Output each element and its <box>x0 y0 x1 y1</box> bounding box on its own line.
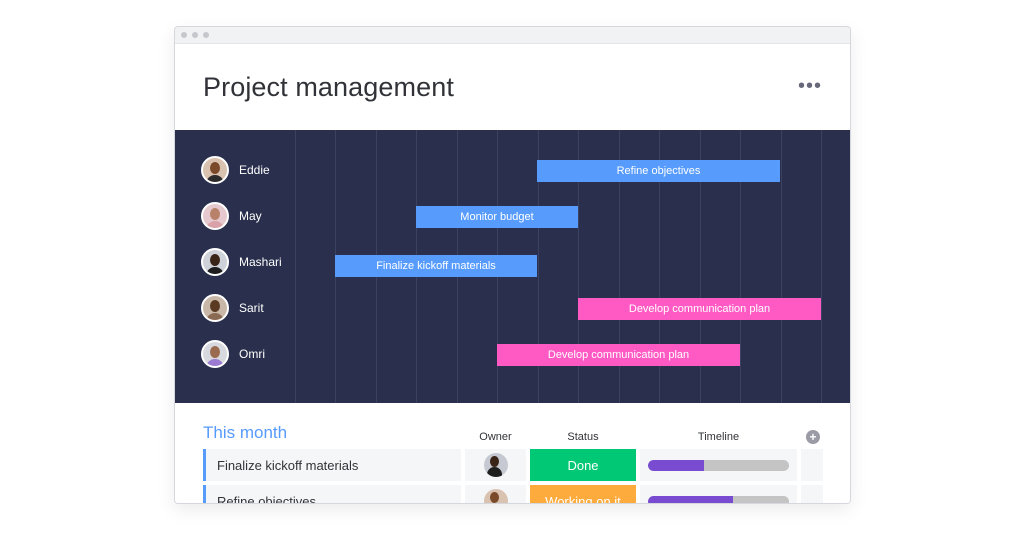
status-badge[interactable]: Done <box>530 449 636 481</box>
person-name: Omri <box>239 347 265 361</box>
avatar[interactable] <box>201 202 229 230</box>
gantt-gridline <box>295 130 296 403</box>
gantt-gridline <box>781 130 782 403</box>
item-name[interactable]: Finalize kickoff materials <box>203 449 461 481</box>
add-column-icon[interactable]: + <box>806 430 820 444</box>
board-table: This month Owner Status Timeline + Final… <box>175 403 850 503</box>
window-dot-icon[interactable] <box>203 32 209 38</box>
gantt-person-may: May <box>201 202 262 230</box>
more-options-icon[interactable]: ••• <box>797 75 822 97</box>
timeline-cell[interactable] <box>640 485 797 503</box>
person-name: Sarit <box>239 301 264 315</box>
column-header-owner[interactable]: Owner <box>479 431 512 443</box>
window-titlebar <box>175 27 850 44</box>
gantt-person-mashari: Mashari <box>201 248 282 276</box>
timeline-bar <box>648 495 789 503</box>
table-row: Finalize kickoff materials Done <box>203 449 823 481</box>
group-title[interactable]: This month <box>203 423 288 442</box>
timeline-progress <box>648 495 733 503</box>
owner-cell[interactable] <box>465 449 526 481</box>
avatar[interactable] <box>201 294 229 322</box>
app-window: Project management ••• Eddie Refine obje… <box>174 26 851 504</box>
gantt-person-eddie: Eddie <box>201 156 270 184</box>
timeline-bar <box>648 459 789 471</box>
avatar[interactable] <box>201 156 229 184</box>
column-header-status[interactable]: Status <box>567 431 599 443</box>
timeline-progress <box>648 459 705 471</box>
gantt-chart: Eddie Refine objectives May Monitor budg… <box>175 130 850 403</box>
gantt-gridline <box>578 130 579 403</box>
gantt-gridline <box>659 130 660 403</box>
item-name[interactable]: Refine objectives <box>203 485 461 503</box>
gantt-person-omri: Omri <box>201 340 265 368</box>
gantt-gridline <box>538 130 539 403</box>
gantt-bar[interactable]: Monitor budget <box>416 206 578 228</box>
gantt-gridline <box>740 130 741 403</box>
avatar[interactable] <box>201 248 229 276</box>
column-header-timeline[interactable]: Timeline <box>697 431 740 443</box>
page-title: Project management <box>203 72 454 102</box>
window-dot-icon[interactable] <box>181 32 187 38</box>
person-name: Mashari <box>239 255 282 269</box>
timeline-cell[interactable] <box>640 449 797 481</box>
gantt-bar[interactable]: Develop communication plan <box>578 298 821 320</box>
gantt-person-sarit: Sarit <box>201 294 264 322</box>
gantt-bar[interactable]: Refine objectives <box>537 160 780 182</box>
avatar[interactable] <box>201 340 229 368</box>
avatar <box>483 453 508 477</box>
avatar <box>483 489 508 503</box>
gantt-gridline <box>619 130 620 403</box>
gantt-bar[interactable]: Finalize kickoff materials <box>335 255 537 277</box>
gantt-gridline <box>821 130 822 403</box>
gantt-gridline <box>700 130 701 403</box>
table-row: Refine objectives Working on it <box>203 485 823 503</box>
owner-cell[interactable] <box>465 485 526 503</box>
gantt-bar[interactable]: Develop communication plan <box>497 344 740 366</box>
person-name: May <box>239 209 262 223</box>
row-end-cell <box>801 485 823 503</box>
status-badge[interactable]: Working on it <box>530 485 636 503</box>
row-end-cell <box>801 449 823 481</box>
person-name: Eddie <box>239 163 270 177</box>
board-header: Project management ••• <box>175 44 850 129</box>
window-dot-icon[interactable] <box>192 32 198 38</box>
